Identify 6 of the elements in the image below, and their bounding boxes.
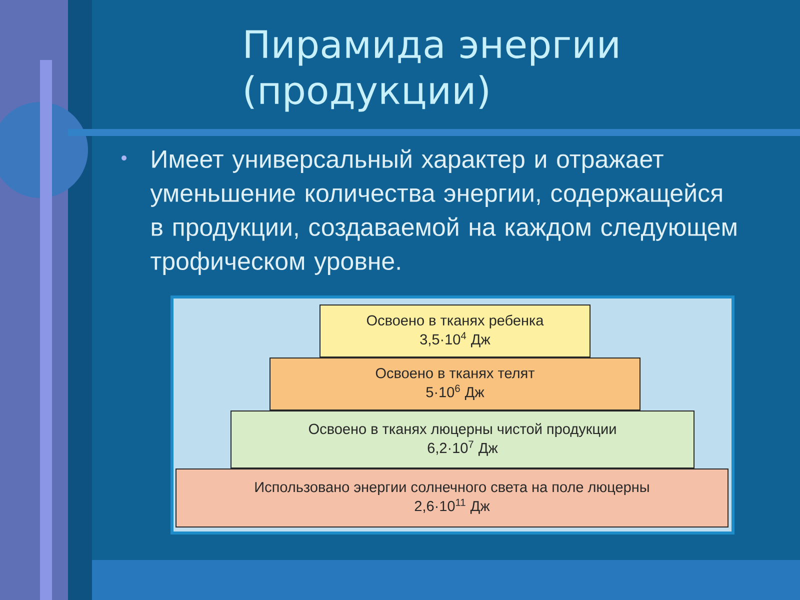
bullet-text: Имеет универсальный характер и отражает уменьшение количества энергии, содержащейся в продукции, создаваемой на каждом следующем трофическом уровне. (150, 149, 736, 275)
pyramid-level: Освоено в тканях люцерны чистой продукции 6,2·10$^{7}$ Дж (230, 410, 694, 468)
pyramid-level: Освоено в тканях телят 5·10$^{6}$ Дж (270, 358, 640, 410)
pyramid-level: Использовано энергии солнечного света на поле люцерны 2,6·10$^{11}$ Дж (176, 468, 728, 528)
pyramid-level: Освоено в тканях ребенка 3,5·10$^{4}$ Дж (320, 304, 590, 358)
title: Пирамида энергии (продукции) (245, 30, 618, 112)
